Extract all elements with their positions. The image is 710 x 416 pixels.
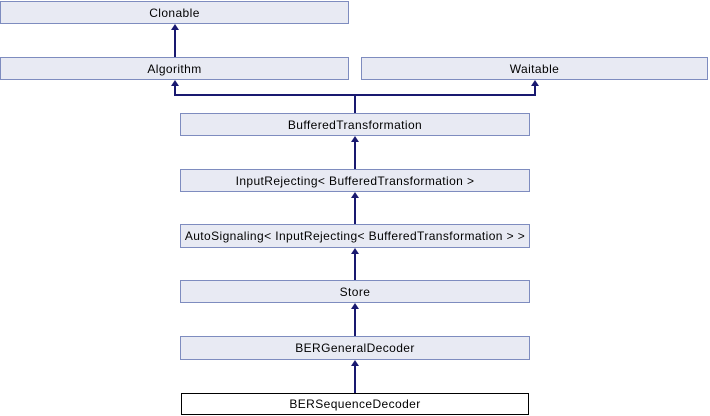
class-node-store[interactable]: Store — [180, 280, 530, 303]
class-node-ber-sequence-decoder-current: BERSequenceDecoder — [181, 393, 529, 415]
class-node-ber-general-decoder[interactable]: BERGeneralDecoder — [180, 336, 530, 360]
class-node-buffered-transformation[interactable]: BufferedTransformation — [180, 113, 530, 136]
class-node-label: BufferedTransformation — [287, 117, 423, 132]
class-node-label: BERSequenceDecoder — [289, 397, 421, 411]
class-node-label: Store — [339, 284, 371, 299]
class-node-clonable[interactable]: Clonable — [0, 1, 349, 24]
class-node-label: BERGeneralDecoder — [295, 341, 415, 355]
class-node-waitable[interactable]: Waitable — [361, 57, 708, 80]
class-node-auto-signaling[interactable]: AutoSignaling< InputRejecting< BufferedT… — [180, 224, 530, 248]
class-node-label: Algorithm — [147, 61, 202, 76]
class-node-label: AutoSignaling< InputRejecting< BufferedT… — [184, 229, 526, 243]
class-node-label: Clonable — [149, 5, 200, 20]
class-node-label: InputRejecting< BufferedTransformation > — [235, 173, 475, 188]
class-node-algorithm[interactable]: Algorithm — [0, 57, 349, 80]
class-node-label: Waitable — [509, 61, 560, 76]
class-node-input-rejecting[interactable]: InputRejecting< BufferedTransformation > — [180, 169, 530, 192]
